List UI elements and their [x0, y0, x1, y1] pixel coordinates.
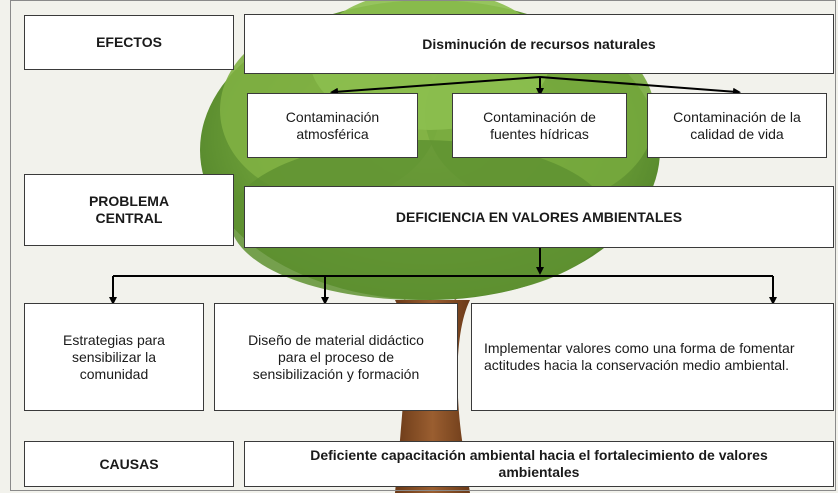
cause-box-3: Implementar valores como una forma de fo… [471, 303, 834, 411]
problem-label: PROBLEMA CENTRAL [24, 174, 234, 246]
cause-box-2: Diseño de material didáctico para el pro… [214, 303, 458, 411]
effect-text-3: Contaminación de la calidad de vida [673, 108, 801, 142]
cause-box-1: Estrategias para sensibilizar la comunid… [24, 303, 204, 411]
effects-label-text: EFECTOS [96, 34, 162, 50]
causes-main-box: Deficiente capacitación ambiental hacia … [244, 441, 834, 487]
cause-text-3: Implementar valores como una forma de fo… [484, 340, 795, 373]
effect-box-1: Contaminación atmosférica [247, 93, 418, 158]
cause-text-1: Estrategias para sensibilizar la comunid… [63, 331, 165, 382]
problem-label-text: PROBLEMA CENTRAL [88, 193, 170, 226]
causes-label: CAUSAS [24, 441, 234, 487]
central-problem-text: DEFICIENCIA EN VALORES AMBIENTALES [395, 208, 683, 225]
causes-label-text: CAUSAS [99, 455, 159, 472]
effects-main-box: Disminución de recursos naturales [244, 14, 834, 74]
arrow-effects-right [539, 76, 741, 96]
effects-main-text: Disminución de recursos naturales [422, 35, 656, 52]
cause-text-2: Diseño de material didáctico para el pro… [248, 331, 424, 382]
effect-text-2: Contaminación de fuentes hídricas [483, 108, 596, 142]
causes-main-text: Deficiente capacitación ambiental hacia … [310, 447, 768, 480]
central-problem-box: DEFICIENCIA EN VALORES AMBIENTALES [244, 186, 834, 248]
arrow-effects-left [330, 76, 541, 96]
effects-label: EFECTOS [24, 15, 234, 70]
effect-box-3: Contaminación de la calidad de vida [647, 93, 827, 158]
effect-text-1: Contaminación atmosférica [285, 108, 380, 142]
effect-box-2: Contaminación de fuentes hídricas [452, 93, 627, 158]
diagram-frame [10, 0, 836, 491]
